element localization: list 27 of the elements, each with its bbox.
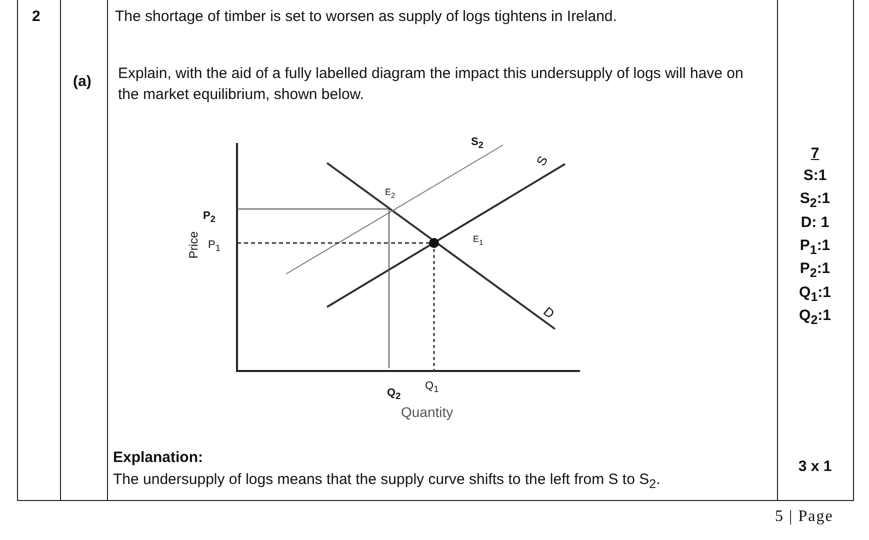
axis-title: Quantity [401, 403, 454, 421]
page-number: 5 | Page [775, 508, 834, 526]
question-number: 2 [32, 8, 40, 26]
mark-allocation: D: 1 [800, 214, 830, 232]
mark-allocation: S$_{2}$:1 [798, 190, 832, 212]
point-label: E$_{2}$ [385, 186, 396, 202]
axis-value-label: Q$_{1}$ [425, 379, 439, 396]
mark-allocation: S:1 [802, 167, 828, 185]
mark-allocation: Q$_{1}$:1 [798, 284, 832, 306]
curve-label: D [540, 303, 558, 323]
axis-value-label: P$_{2}$ [203, 209, 216, 226]
mark-allocation: P$_{1}$:1 [798, 237, 832, 259]
mark-allocation: P$_{2}$:1 [798, 260, 832, 282]
question-text: Explain, with the aid of a fully labelled diagram the impact this undersupply of logs will have on the market equilibrium, shown below. [118, 64, 744, 105]
total-marks: 7 [810, 145, 820, 163]
mark-allocation: Q$_{2}$:1 [798, 307, 832, 329]
question-text: The shortage of timber is set to worsen as supply of logs tightens in Ireland. [115, 8, 617, 26]
axis-title: Price [186, 231, 202, 259]
curve-label: S$_{2}$ [471, 135, 484, 152]
explanation-text: The undersupply of logs means that the supply curve shifts to the left from S to S$_{2}$. [113, 471, 660, 493]
curve-label: S [532, 152, 552, 170]
axis-value-label: Q$_{2}$ [387, 386, 401, 404]
part-label: (a) [73, 73, 92, 91]
mark-allocation: 3 x 1 [797, 458, 833, 476]
explanation-heading: Explanation: [113, 449, 204, 467]
point-label: E$_{1}$ [473, 233, 484, 249]
axis-value-label: P$_{1}$ [208, 238, 220, 256]
